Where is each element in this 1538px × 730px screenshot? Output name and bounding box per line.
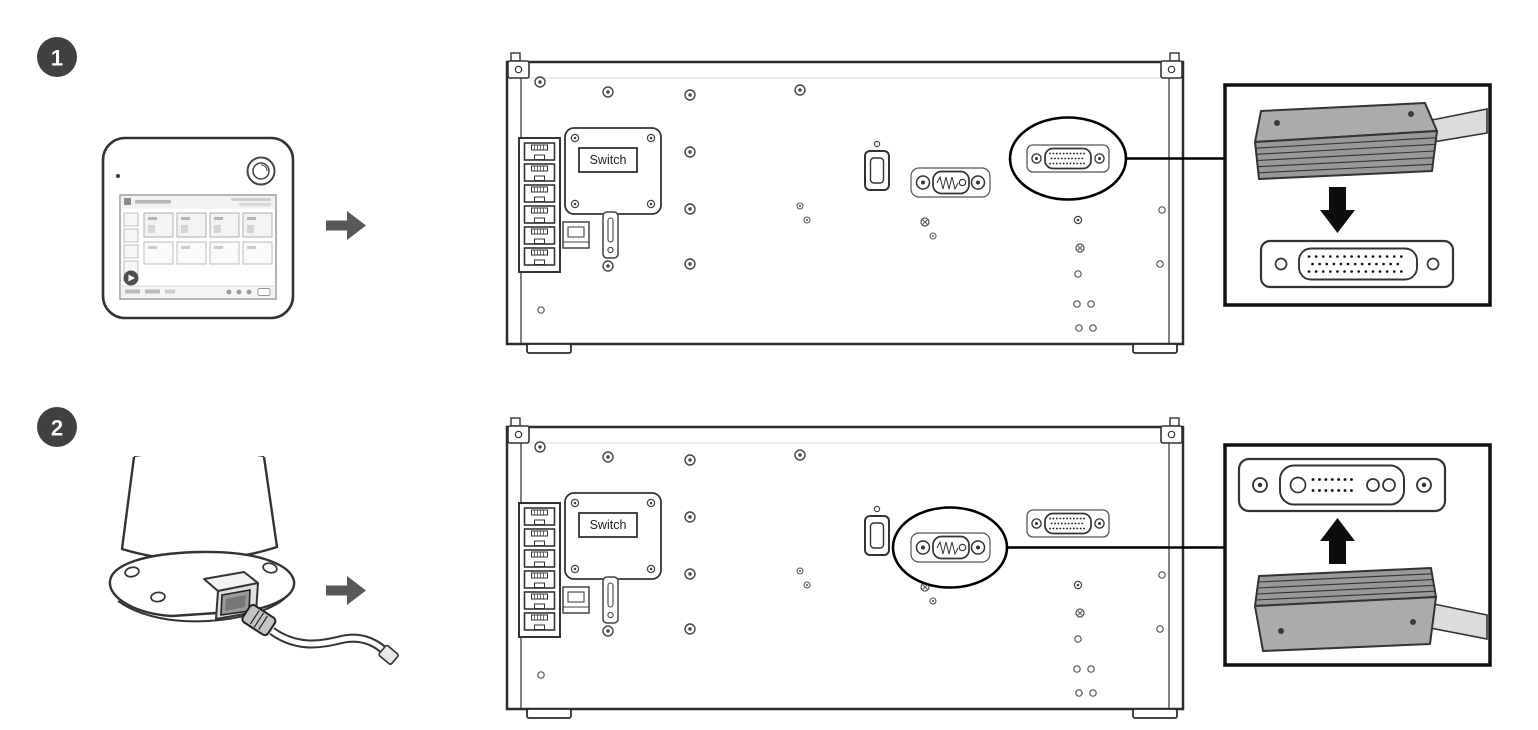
base-connector-socket [203, 571, 259, 620]
cable-plug [241, 604, 277, 637]
emergency-stop-button [246, 156, 276, 186]
dsub-44pin-receptacle-illustration [1259, 239, 1455, 289]
step-2: 2 [37, 407, 1492, 718]
connection-detail-inset-2 [1223, 443, 1492, 667]
connection-detail-inset-1 [1223, 83, 1492, 307]
pendant-screen [119, 194, 277, 300]
cable-connector-illustration-1 [1254, 102, 1488, 180]
insert-direction-arrow-up-icon [1320, 518, 1355, 564]
step-1-badge: 1 [37, 37, 77, 77]
combo-dsub-receptacle-illustration [1237, 457, 1447, 513]
step-2-arrow-icon [326, 576, 366, 605]
step-2-badge: 2 [37, 407, 77, 447]
step-2-number: 2 [51, 416, 63, 441]
insert-direction-arrow-down-icon [1320, 187, 1355, 233]
cable-connector-illustration-2 [1254, 567, 1488, 652]
cable-end-tip [378, 644, 399, 665]
robot-base-illustration [108, 455, 399, 665]
teach-pendant-illustration [101, 136, 295, 320]
pendant-led [116, 174, 120, 178]
step-1: 1 [37, 37, 1492, 353]
step-1-arrow-icon [326, 211, 366, 240]
step-1-number: 1 [51, 46, 63, 71]
bolt-hole [150, 591, 166, 603]
bolt-hole [124, 566, 140, 578]
bolt-hole [262, 562, 278, 574]
